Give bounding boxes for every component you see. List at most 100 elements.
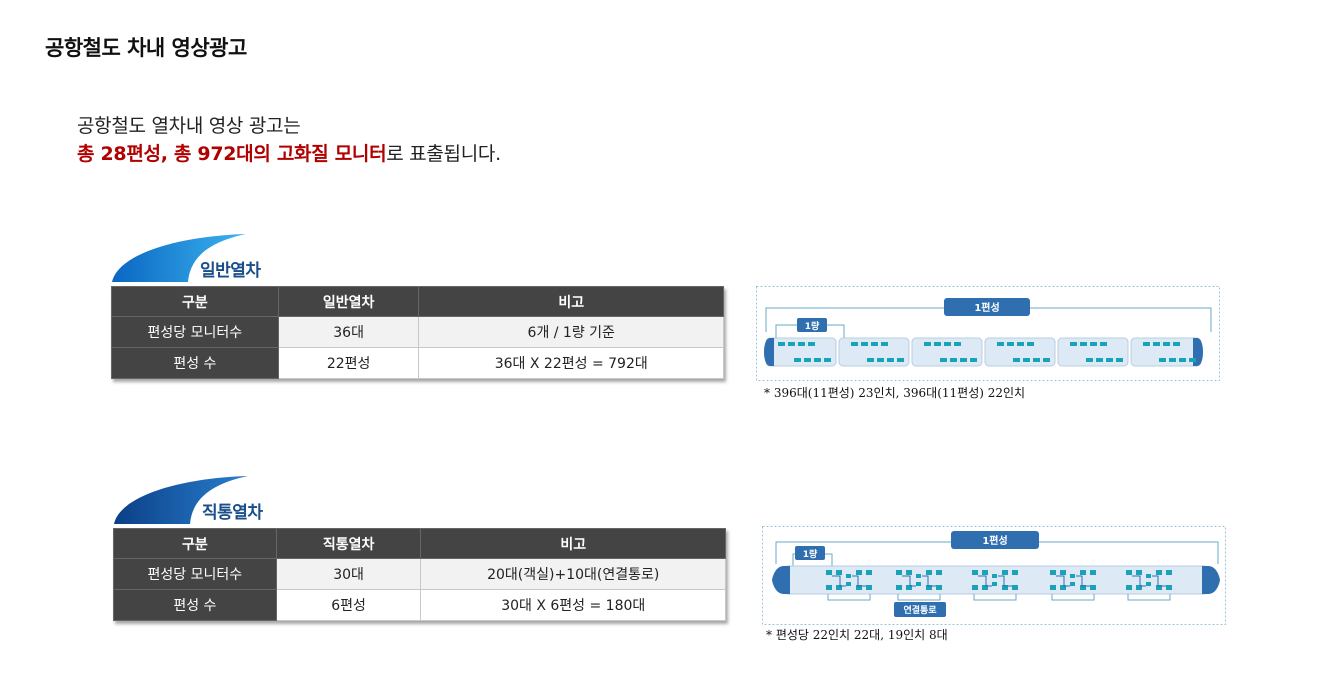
monitor-mark [867,358,874,362]
bracket-line [827,594,871,601]
table-row-head: 편성당 모니터수 [111,316,279,348]
passage-monitor-mark [846,582,851,586]
monitor-mark [950,358,957,362]
monitor-mark [1060,570,1066,575]
monitor-mark [856,585,862,590]
monitor-mark [856,570,862,575]
passage-monitor-mark [992,574,997,578]
monitor-mark [836,585,842,590]
connector-line [1152,575,1166,587]
monitor-mark [1070,342,1077,346]
general-tab-swoosh [112,234,246,282]
monitor-mark [1033,358,1040,362]
monitor-mark [906,570,912,575]
monitor-mark [1169,358,1176,362]
connector-line [852,575,866,587]
express-tab-label: 직통열차 [202,503,263,523]
monitor-mark [924,342,931,346]
table-cell: 22편성 [277,347,420,379]
connector-line [1056,575,1070,587]
monitor-mark [826,570,832,575]
monitor-mark [794,358,801,362]
intro-highlight-b: 모니터 [334,143,387,165]
formation-label-box [944,298,1030,316]
monitor-mark [1126,570,1132,575]
page-title: 공항철도 차내 영상광고 [45,36,247,60]
express-train-nose-right [1202,566,1220,594]
monitor-mark [982,585,988,590]
monitor-mark [1100,342,1107,346]
formation-label: 1편성 [982,534,1007,547]
monitor-mark [866,570,872,575]
table-cell: 30대 X 6편성 = 180대 [420,589,726,621]
passage-monitor-mark [992,582,997,586]
intro-line2-rest: 로 표출됩니다. [386,143,501,165]
monitor-mark [1156,570,1162,575]
monitor-mark [940,358,947,362]
general-train-cars [764,337,1203,367]
table-header-cell: 구분 [113,528,277,559]
monitor-mark [1002,570,1008,575]
monitor-mark [836,570,842,575]
monitor-mark [1166,585,1172,590]
express-train-diagram: 1편성 1량 연결통로 [762,526,1226,625]
table-row: 편성 수 6편성 30대 X 6편성 = 180대 [113,589,726,621]
express-tab-swoosh [114,476,248,524]
table-cell: 20대(객실)+10대(연결통로) [420,558,726,590]
monitor-mark [1143,342,1150,346]
monitor-mark [1050,585,1056,590]
monitor-mark [1126,585,1132,590]
monitor-mark [1159,358,1166,362]
monitor-mark [877,358,884,362]
monitor-mark [1086,358,1093,362]
bracket-line [1051,594,1095,601]
connector-line [922,575,936,587]
table-row-head: 편성 수 [111,347,279,379]
monitor-mark [1080,342,1087,346]
monitor-mark [1043,358,1050,362]
monitor-mark [972,570,978,575]
passage-monitor-mark [846,574,851,578]
table-cell: 6개 / 1량 기준 [418,316,724,348]
monitor-mark [826,585,832,590]
monitor-mark [1136,585,1142,590]
monitor-mark [1189,358,1196,362]
table-header-cell: 비고 [420,528,726,559]
monitor-mark [871,342,878,346]
monitor-mark [896,570,902,575]
express-note: * 편성당 22인치 22대, 19인치 8대 [766,628,948,642]
monitor-mark [881,342,888,346]
monitor-mark [861,342,868,346]
intro-line1: 공항철도 열차내 영상 광고는 [77,115,301,137]
connector-line [832,575,846,587]
monitor-mark [1080,570,1086,575]
monitor-mark [1179,358,1186,362]
monitor-mark [1163,342,1170,346]
table-cell: 36대 X 22편성 = 792대 [418,347,724,379]
monitor-mark [1090,585,1096,590]
monitor-mark [1007,342,1014,346]
passage-monitor-mark [1070,574,1075,578]
car-label-box [795,546,825,560]
monitor-mark [1116,358,1123,362]
monitor-mark [866,585,872,590]
general-tab-label: 일반열차 [200,261,261,281]
monitor-mark [934,342,941,346]
monitor-mark [778,342,785,346]
bracket-line [1127,594,1171,601]
monitor-mark [970,358,977,362]
monitor-mark [1080,585,1086,590]
formation-label: 1편성 [974,301,999,314]
intro-highlight-a: 총 28편성, 총 972대의 고화질 [77,143,335,165]
table-header-row: 구분 직통열차 비고 [113,528,726,559]
general-train-diagram: 1편성 1량 [756,286,1220,381]
monitor-mark [982,570,988,575]
monitor-mark [798,342,805,346]
monitor-mark [808,342,815,346]
passage-monitor-mark [1146,574,1151,578]
monitor-mark [1027,342,1034,346]
passage-monitor-mark [1070,582,1075,586]
monitor-mark [997,342,1004,346]
table-header-cell: 일반열차 [277,286,420,317]
monitor-mark [1012,570,1018,575]
